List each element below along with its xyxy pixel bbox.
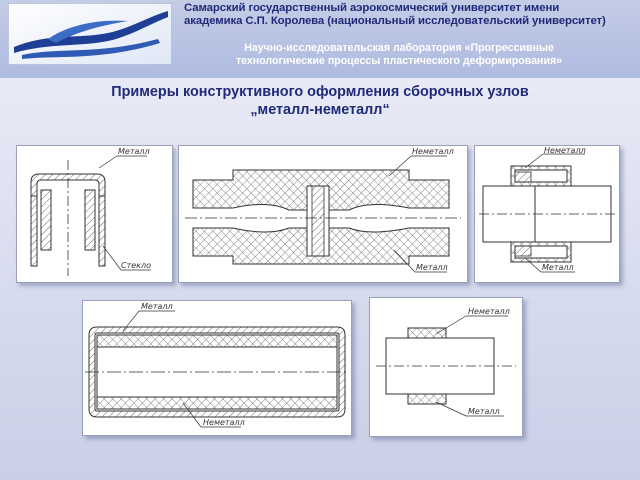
drawing-4-svg: Металл Неметалл <box>85 302 349 428</box>
drawing-panel-4: Металл Неметалл <box>82 300 352 436</box>
lab-line-1: Научно-исследовательская лаборатория «Пр… <box>244 42 554 54</box>
drawing-2-label-bottom: Металл <box>416 263 448 272</box>
university-logo-icon <box>8 3 172 65</box>
university-line-1: Самарский государственный аэрокосмически… <box>184 2 560 14</box>
drawing-4-label-top: Металл <box>141 302 173 311</box>
laboratory-name: Научно-исследовательская лаборатория «Пр… <box>184 42 614 68</box>
slide-title-line-2: „металл-неметалл“ <box>250 102 390 118</box>
drawing-3-svg: Неметалл Металл <box>479 146 615 273</box>
university-name: Самарский государственный аэрокосмически… <box>184 2 636 28</box>
drawing-4-label-bottom: Неметалл <box>203 418 245 427</box>
drawing-2-label-top: Неметалл <box>412 147 454 156</box>
drawing-panel-1: Металл Стекло <box>16 145 173 283</box>
drawing-1-svg: Металл Стекло <box>30 147 151 276</box>
drawing-1-label-bottom: Стекло <box>121 261 151 270</box>
drawing-5-label-bottom: Металл <box>468 407 500 416</box>
drawing-3-label-bottom: Металл <box>542 263 574 272</box>
glass-wall-right <box>98 195 106 267</box>
drawing-2-svg: Неметалл Металл <box>185 147 461 273</box>
lab-line-2: технологические процессы пластического д… <box>235 55 563 67</box>
glass-wall-left <box>30 195 38 267</box>
university-line-2: академика С.П. Королева (национальный ис… <box>184 15 606 27</box>
drawing-5-label-top: Неметалл <box>468 307 510 316</box>
drawing-panel-3: Неметалл Металл <box>474 145 620 283</box>
drawing-5-svg: Неметалл Металл <box>376 307 516 417</box>
drawing-1-label-top: Металл <box>118 147 150 156</box>
drawing-panel-5: Неметалл Металл <box>369 297 523 437</box>
drawing-3-label-top: Неметалл <box>544 146 586 155</box>
slide-title: Примеры конструктивного оформления сборо… <box>40 83 600 119</box>
slide-title-line-1: Примеры конструктивного оформления сборо… <box>111 84 529 100</box>
drawing-panel-2: Неметалл Металл <box>178 145 468 283</box>
